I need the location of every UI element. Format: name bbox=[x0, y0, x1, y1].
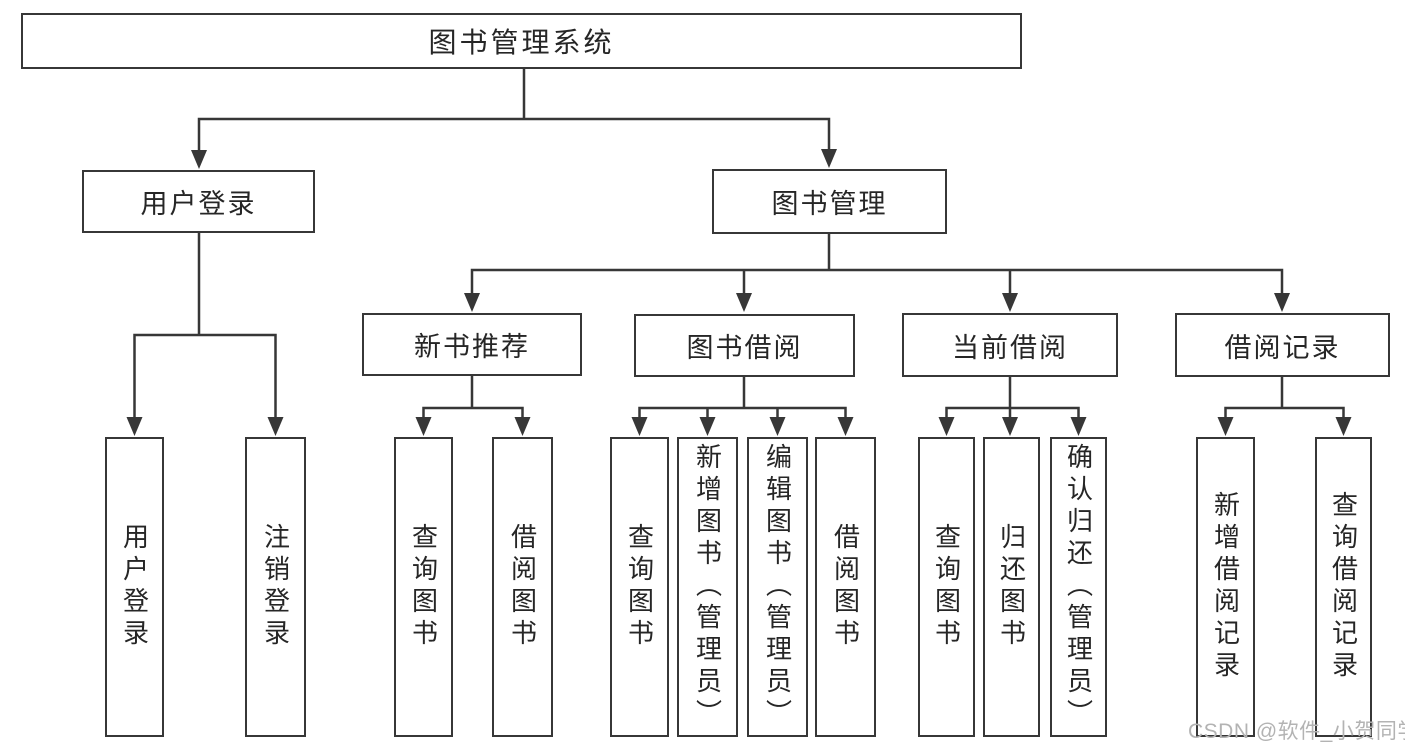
node-new-book-recommendation: 新书推荐 bbox=[362, 313, 582, 376]
connector-borrowrecords-to-leaves bbox=[1217, 375, 1352, 436]
node-library-management-system: 图书管理系统 bbox=[21, 13, 1022, 69]
leaf-label: 编辑图书（管理员） bbox=[762, 443, 793, 731]
leaf-borrow-books: 借阅图书 bbox=[815, 437, 876, 737]
connector-bookmgmt-to-level3 bbox=[464, 232, 1290, 312]
leaf-label: 归还图书 bbox=[996, 523, 1027, 651]
leaf-label: 查询图书 bbox=[931, 523, 962, 651]
connector-newbookrec-to-leaves bbox=[415, 374, 531, 436]
leaf-add-borrow-record: 新增借阅记录 bbox=[1196, 437, 1255, 737]
leaf-borrow-books-rec: 借阅图书 bbox=[492, 437, 553, 737]
leaf-label: 查询图书 bbox=[408, 523, 439, 651]
leaf-label: 注销登录 bbox=[260, 523, 291, 651]
connector-bookborrow-to-leaves bbox=[631, 375, 854, 436]
leaf-add-books-admin: 新增图书（管理员） bbox=[677, 437, 738, 737]
leaf-query-books-rec: 查询图书 bbox=[394, 437, 453, 737]
leaf-query-books-current: 查询图书 bbox=[918, 437, 975, 737]
leaf-label: 新增借阅记录 bbox=[1210, 491, 1241, 683]
leaf-logout: 注销登录 bbox=[245, 437, 306, 737]
node-user-login: 用户登录 bbox=[82, 170, 315, 233]
leaf-query-borrow-record: 查询借阅记录 bbox=[1315, 437, 1372, 737]
node-book-borrowing: 图书借阅 bbox=[634, 314, 855, 377]
leaf-label: 查询图书 bbox=[624, 523, 655, 651]
leaf-label: 新增图书（管理员） bbox=[692, 443, 723, 731]
leaf-label: 借阅图书 bbox=[830, 523, 861, 651]
leaf-query-books-borrow: 查询图书 bbox=[610, 437, 669, 737]
csdn-watermark: CSDN @软件_小贺同学 bbox=[1188, 720, 1405, 743]
node-borrowing-records: 借阅记录 bbox=[1175, 313, 1390, 377]
node-current-borrowing: 当前借阅 bbox=[902, 313, 1118, 377]
node-book-management: 图书管理 bbox=[712, 169, 947, 234]
leaf-label: 查询借阅记录 bbox=[1328, 491, 1359, 683]
connector-currentborrow-to-leaves bbox=[938, 375, 1087, 436]
leaf-label: 借阅图书 bbox=[507, 523, 538, 651]
leaf-confirm-return-admin: 确认归还（管理员） bbox=[1050, 437, 1107, 737]
leaf-label: 确认归还（管理员） bbox=[1063, 443, 1094, 731]
leaf-user-login: 用户登录 bbox=[105, 437, 164, 737]
leaf-edit-books-admin: 编辑图书（管理员） bbox=[747, 437, 808, 737]
leaf-return-books: 归还图书 bbox=[983, 437, 1040, 737]
connector-userlogin-to-leaves bbox=[126, 231, 284, 436]
leaf-label: 用户登录 bbox=[119, 523, 150, 651]
connector-root-to-level2 bbox=[191, 67, 837, 169]
